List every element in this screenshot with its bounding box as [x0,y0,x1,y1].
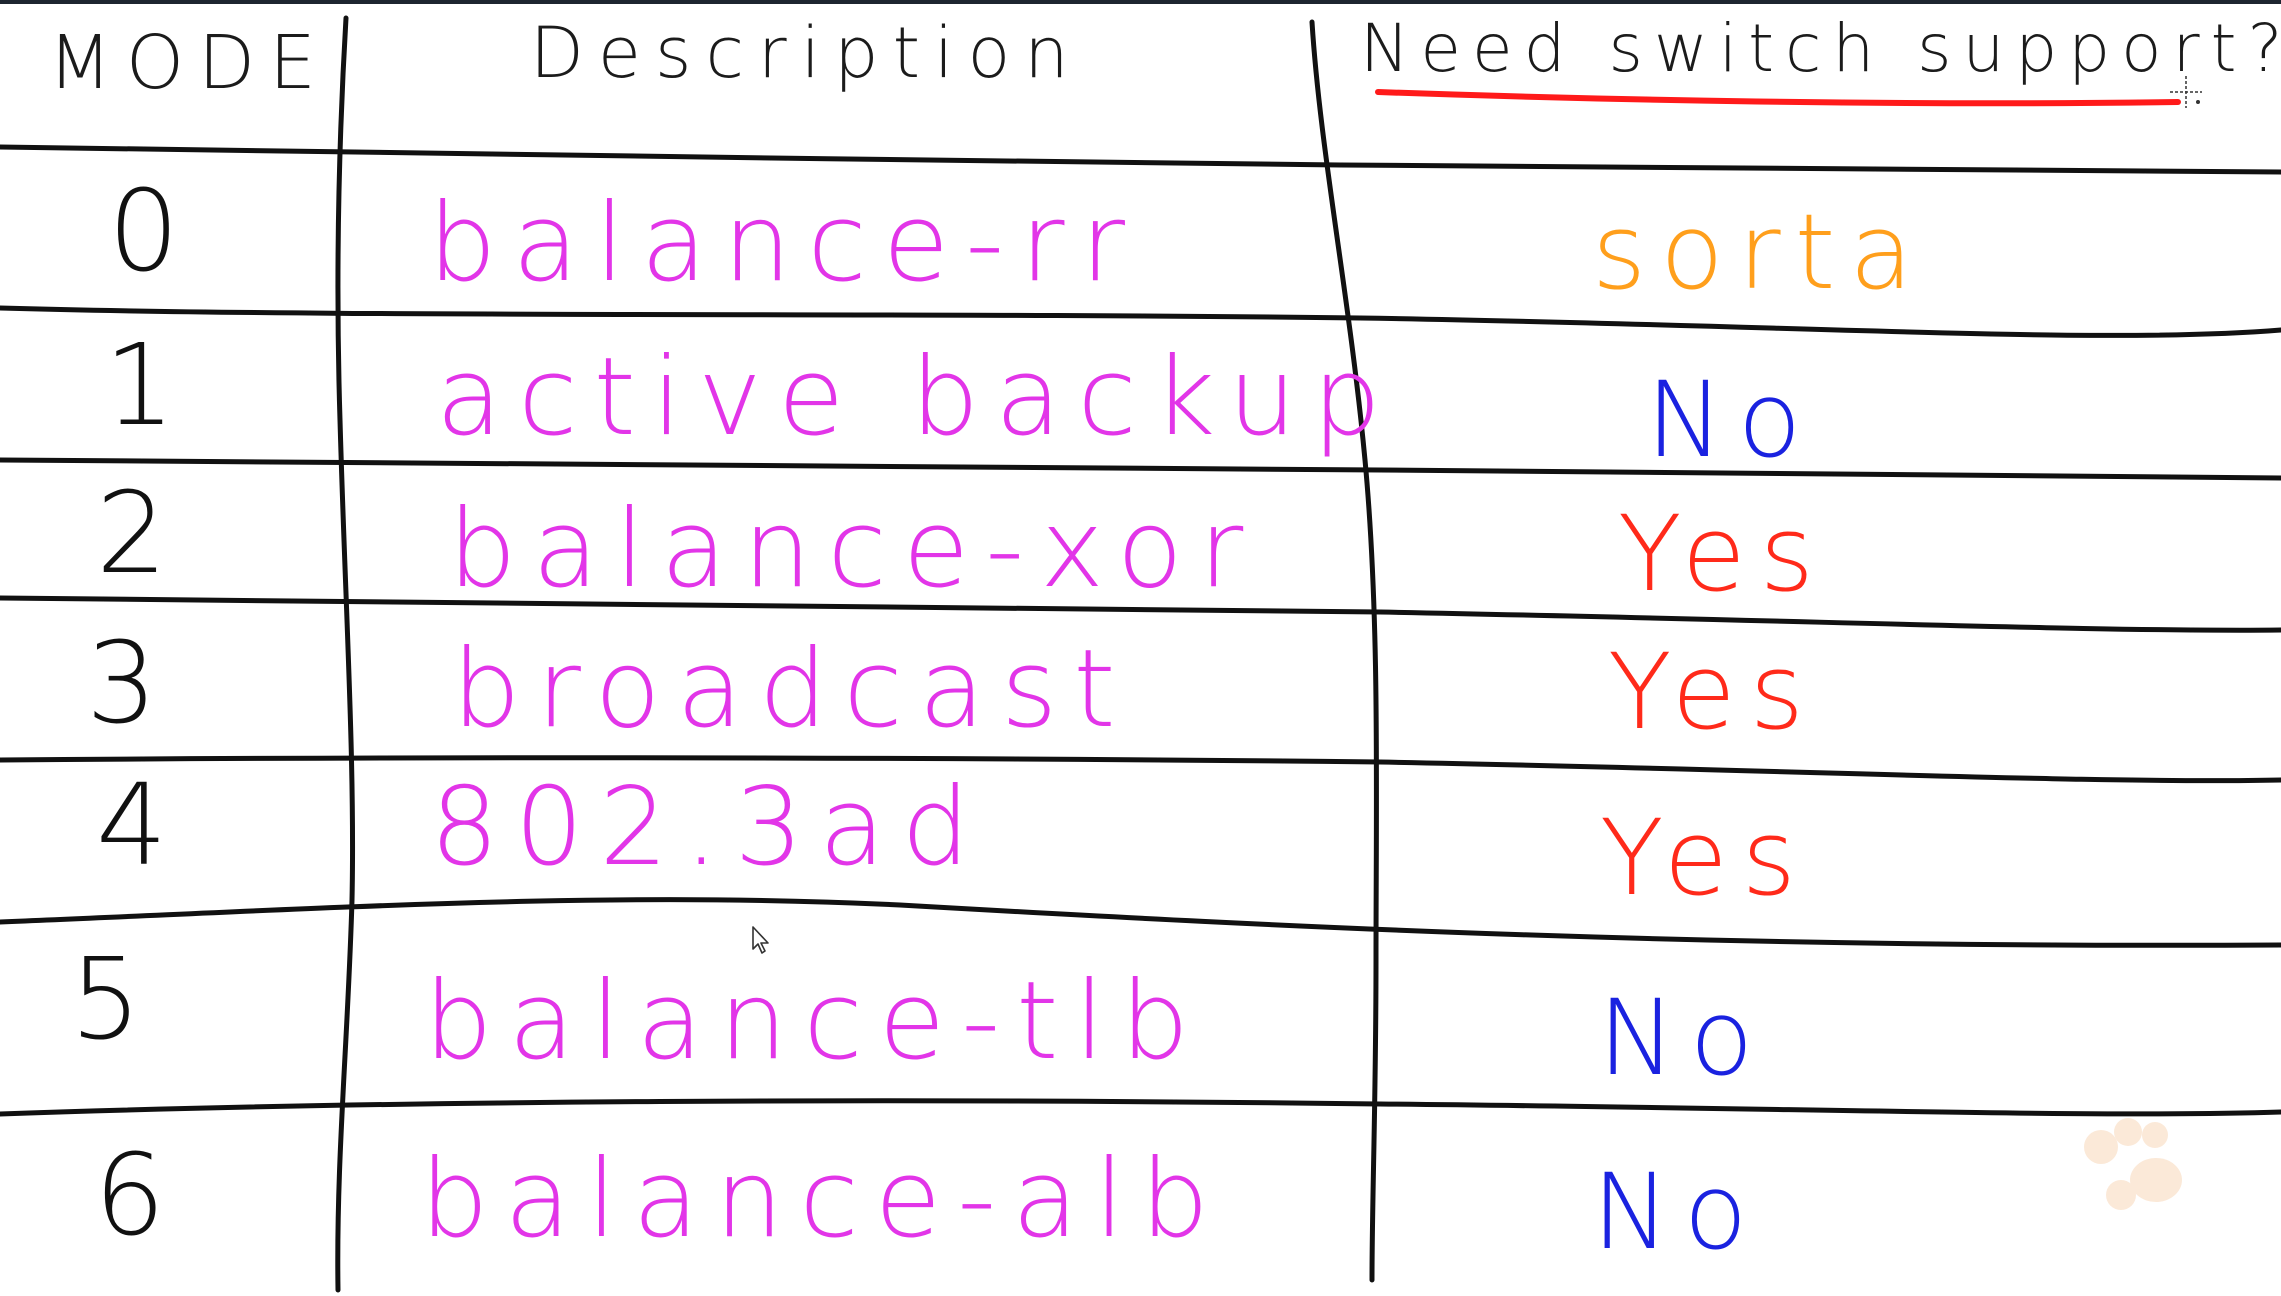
description-3: broadcast [452,627,1132,752]
description-5: balance-tlb [424,959,1206,1084]
switch-support-1: No [1646,359,1816,481]
row-divider-1 [0,457,2281,481]
mode-1: 1 [104,321,176,451]
mode-3: 3 [86,619,158,749]
header-switch-support: Need switch support? [1360,10,2281,87]
row-divider-4 [0,897,2281,948]
window-top-border [0,0,2281,4]
header-underline [1375,89,2181,107]
switch-support-6: No [1592,1151,1762,1273]
switch-support-0: sorta [1592,191,1928,313]
mouse-pointer-icon [752,926,769,954]
switch-support-5: No [1598,977,1768,1099]
switch-support-4: Yes [1600,797,1810,919]
description-1: active backup [436,335,1397,460]
crosshair-cursor-icon [2170,76,2202,108]
description-2: balance-xor [448,487,1260,612]
description-6: balance-alb [420,1137,1225,1262]
mode-0: 0 [108,167,180,297]
switch-support-3: Yes [1608,631,1818,753]
row-divider-2 [0,595,2281,633]
column-divider-2 [1309,19,1379,1283]
row-divider-header [0,144,2281,175]
description-4: 802.3ad [430,765,986,890]
mode-4: 4 [96,761,168,891]
switch-support-2: Yes [1618,493,1828,615]
header-mode: MODE [48,20,330,106]
row-divider-0 [0,305,2281,338]
paw-watermark-icon [2084,1118,2204,1218]
description-0: balance-rr [428,181,1141,306]
mode-5: 5 [70,935,142,1065]
mode-6: 6 [94,1131,166,1261]
mode-2: 2 [96,469,168,599]
row-divider-3 [0,755,2281,784]
row-divider-5 [0,1098,2281,1117]
column-divider-1 [335,15,356,1293]
header-description: Description [530,12,1083,94]
